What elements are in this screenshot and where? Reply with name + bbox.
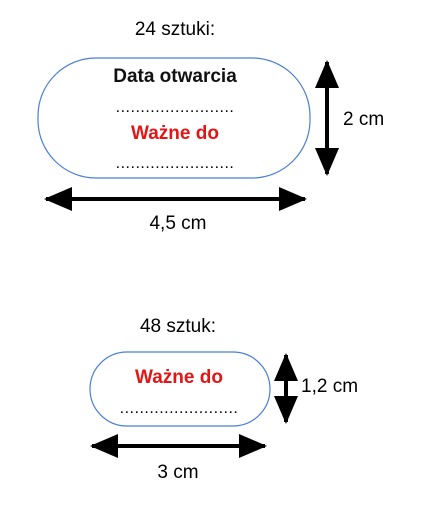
large-label-width-text: 4,5 cm bbox=[149, 213, 206, 234]
small-label-caption: 48 sztuk: bbox=[140, 316, 216, 337]
large-label-outline bbox=[37, 57, 311, 179]
large-label-dotted-line-2: ........................ bbox=[116, 155, 235, 172]
small-label-group: 48 sztuk: Ważne do .....................… bbox=[89, 316, 358, 483]
small-label-width-text: 3 cm bbox=[157, 462, 198, 483]
large-label-valid-until-text: Ważne do bbox=[131, 123, 219, 144]
large-label-date-opened-text: Data otwarcia bbox=[113, 66, 237, 87]
small-label-dotted-line: ........................ bbox=[120, 400, 239, 417]
small-label-valid-until-text: Ważne do bbox=[135, 367, 223, 388]
large-label-caption: 24 sztuki: bbox=[135, 19, 215, 40]
small-label-outline bbox=[89, 351, 271, 427]
small-label-height-text: 1,2 cm bbox=[301, 376, 358, 397]
large-label-dotted-line-1: ........................ bbox=[116, 99, 235, 116]
large-label-group: 24 sztuki: Data otwarcia ...............… bbox=[37, 19, 384, 234]
large-label-height-text: 2 cm bbox=[343, 109, 384, 130]
